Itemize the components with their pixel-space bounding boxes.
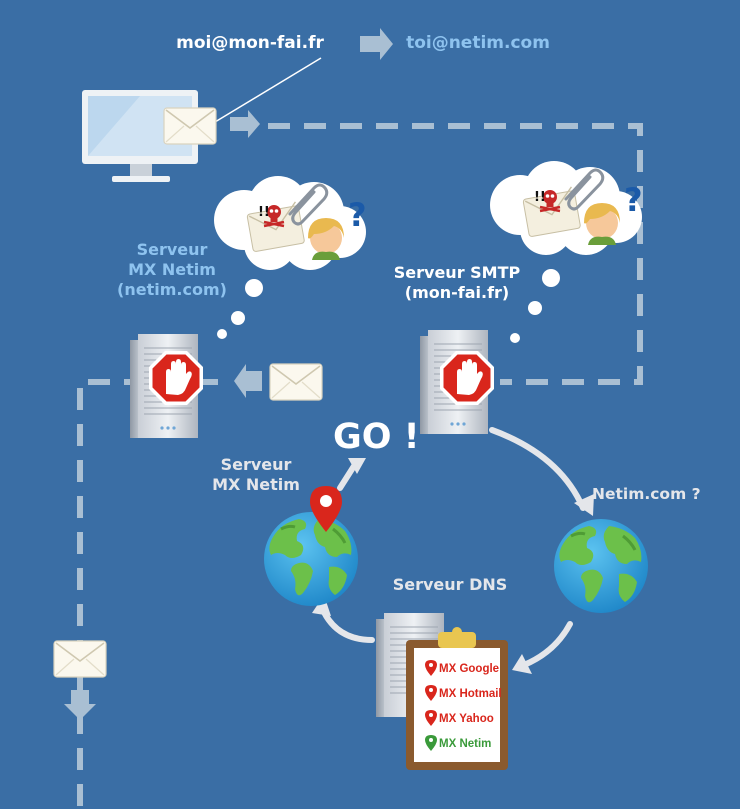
- left-arrow-icon: [234, 364, 262, 398]
- stop-hand-icon: [149, 351, 203, 405]
- mx-netim-server-label: Serveur MX Netim (netim.com): [117, 240, 227, 299]
- mx-record-hotmail: MX Hotmail: [439, 688, 502, 700]
- address-arrow-icon: [360, 28, 393, 60]
- dns-server-label: Serveur DNS: [392, 575, 508, 594]
- mx-record-google: MX Google: [439, 663, 500, 675]
- envelope-icon: [163, 107, 217, 145]
- mx-netim-lookup-label: Serveur MX Netim: [212, 455, 300, 494]
- dns-query-text: Netim.com ?: [592, 485, 701, 503]
- sender-address: moi@mon-fai.fr: [176, 33, 324, 53]
- envelope-icon: [53, 640, 107, 678]
- mx-record-netim: MX Netim: [439, 738, 492, 750]
- right-arrow-icon: [230, 110, 260, 138]
- down-arrow-icon: [64, 690, 96, 720]
- thought-cloud-icon: [488, 159, 645, 257]
- stop-hand-icon: [440, 351, 494, 405]
- recipient-address: toi@netim.com: [406, 33, 550, 53]
- envelope-icon: [269, 363, 323, 401]
- mx-record-yahoo: MX Yahoo: [439, 713, 494, 725]
- mx-record-pins: [425, 660, 437, 751]
- globe-icon: [262, 510, 360, 608]
- go-text: GO !: [333, 417, 420, 457]
- smtp-server-label: Serveur SMTP (mon-fai.fr): [393, 263, 521, 302]
- globe-icon: [552, 517, 650, 615]
- map-pin-icon: [310, 486, 342, 532]
